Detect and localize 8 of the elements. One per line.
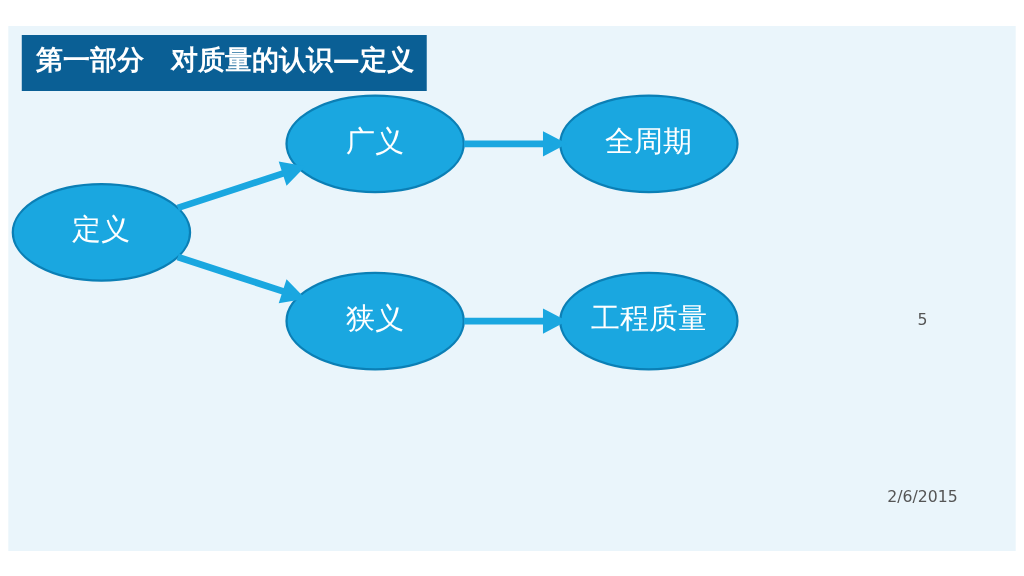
node-ellipse: 狭义	[285, 271, 465, 370]
node-ellipse: 广义	[285, 93, 465, 193]
label: 5	[917, 309, 928, 329]
node-ellipse: 全周期	[559, 93, 739, 193]
diagram-title: 第一部分 对质量的认识—定义	[35, 43, 414, 75]
node-ellipse: 工程质量	[559, 271, 739, 370]
node-ellipse: 定义	[11, 182, 192, 282]
label: 2/6/2015	[887, 486, 958, 506]
